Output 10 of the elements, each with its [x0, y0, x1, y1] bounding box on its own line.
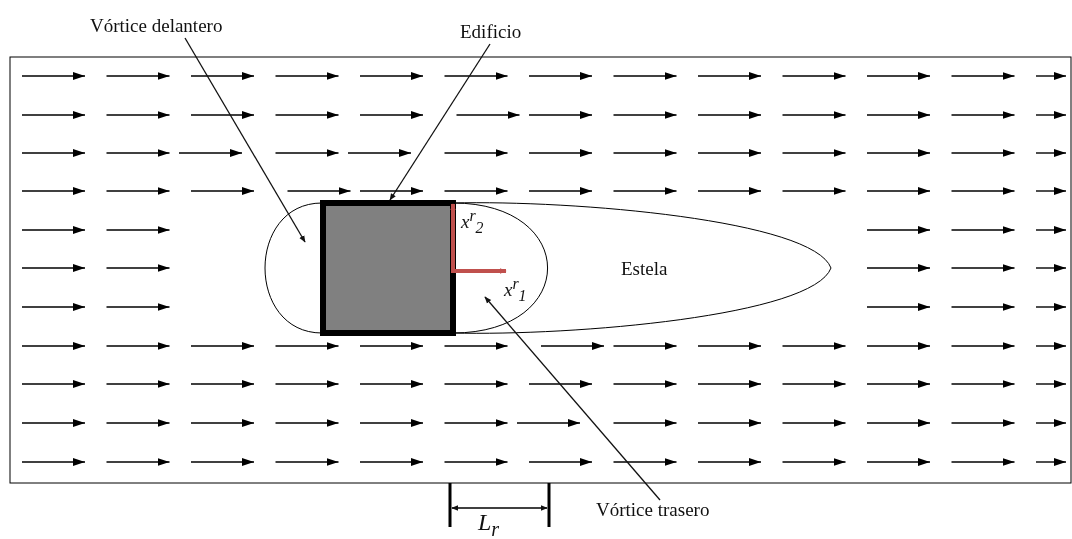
leader-line: [484, 296, 661, 501]
building-square: [320, 200, 456, 336]
leader-line: [184, 37, 306, 243]
callout-text: Vórtice delantero: [90, 16, 223, 35]
leader-line: [389, 43, 491, 201]
callout-text: Edificio: [460, 22, 522, 41]
region-label: Estela: [621, 259, 668, 278]
wake-region: [453, 200, 833, 336]
rear-vortex-region: [453, 202, 550, 334]
callout-text: Vórtice trasero: [596, 500, 710, 519]
